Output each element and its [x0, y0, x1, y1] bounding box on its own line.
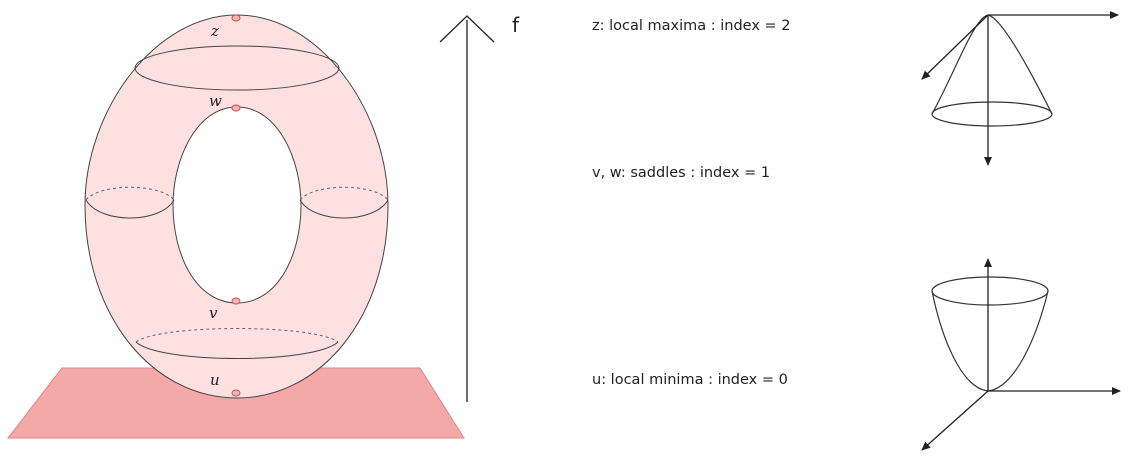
lower-cross-section-back [135, 328, 339, 343]
minimum-y-axis [921, 390, 989, 451]
maximum-paraboloid-illustration [921, 11, 1119, 166]
maximum-paraboloid-surface [931, 14, 1053, 115]
maximum-y-axis [921, 14, 989, 80]
minimum-paraboloid-illustration [921, 258, 1121, 451]
left-ring-front [85, 199, 175, 219]
label-u: u [210, 371, 220, 389]
f-axis-label: f [512, 13, 520, 37]
label-z: z [210, 22, 219, 40]
left-ring-back [85, 186, 175, 201]
point-z-marker [231, 14, 241, 22]
point-v-marker [231, 297, 241, 305]
point-w-marker [231, 104, 241, 112]
lower-cross-section-front [135, 341, 339, 359]
f-axis-arrowhead [439, 15, 495, 43]
torus-surface [84, 14, 389, 399]
point-u-marker [231, 389, 241, 397]
description-minimum: u: local minima : index = 0 [592, 372, 788, 388]
maximum-paraboloid-rim [931, 101, 1053, 127]
label-v: v [209, 304, 218, 322]
label-w: w [209, 92, 222, 110]
description-saddles: v, w: saddles : index = 1 [592, 165, 770, 181]
minimum-paraboloid-rim [931, 276, 1049, 306]
description-maximum: z: local maxima : index = 2 [592, 18, 791, 34]
right-ring-front [299, 199, 389, 219]
upper-cross-section [134, 45, 340, 91]
minimum-paraboloid-surface [931, 290, 1049, 392]
right-ring-back [299, 186, 389, 201]
